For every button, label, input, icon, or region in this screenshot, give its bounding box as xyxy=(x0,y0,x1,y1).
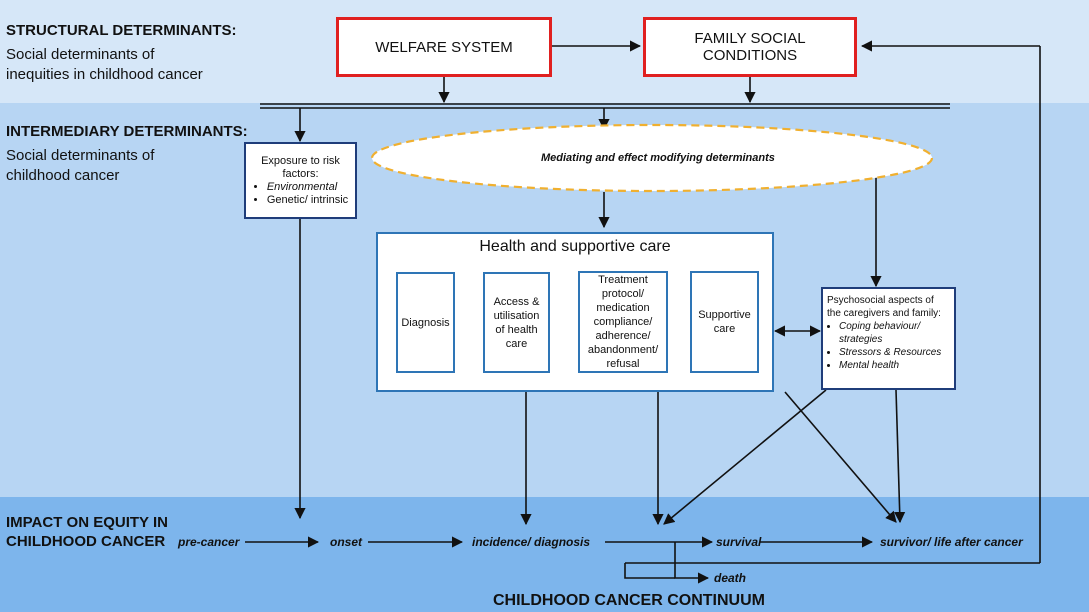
psychosocial-box: Psychosocial aspects of the caregivers a… xyxy=(821,287,956,390)
stage-survivor: survivor/ life after cancer xyxy=(880,535,1023,549)
access-box: Access & utilisation of health care xyxy=(483,272,550,373)
psychosocial-item: Coping behaviour/ strategies xyxy=(839,320,950,346)
mediating-ellipse xyxy=(370,123,934,193)
intermediary-subtitle-1: Social determinants of xyxy=(6,147,155,164)
stage-death: death xyxy=(714,571,747,585)
continuum-footer: CHILDHOOD CANCER CONTINUUM xyxy=(493,592,765,609)
intermediary-title: INTERMEDIARY DETERMINANTS: xyxy=(6,123,248,140)
stage-onset: onset xyxy=(330,535,363,549)
access-line: utilisation xyxy=(493,309,540,322)
impact-band xyxy=(0,497,1089,612)
arrow-to-death xyxy=(674,542,710,584)
stage-pre-cancer: pre-cancer xyxy=(178,535,240,549)
supportive-line: care xyxy=(713,323,736,335)
exposure-item: Environmental xyxy=(267,181,348,194)
structural-title: STRUCTURAL DETERMINANTS: xyxy=(6,22,237,39)
access-line: care xyxy=(505,337,528,350)
treatment-line: compliance/ xyxy=(593,316,653,328)
access-line: of health xyxy=(495,323,538,336)
exposure-title-1: Exposure to risk xyxy=(261,154,340,167)
mediating-label: Mediating and effect modifying determina… xyxy=(541,152,775,164)
death-branch-left xyxy=(624,563,675,579)
supportive-care-box: Supportive care xyxy=(690,271,759,373)
structural-subtitle-2: inequities in childhood cancer xyxy=(6,66,203,83)
treatment-line: medication xyxy=(596,302,650,314)
diagnosis-box: Diagnosis xyxy=(396,272,455,373)
treatment-line: abandonment/ xyxy=(587,344,659,356)
welfare-system-box: WELFARE SYSTEM xyxy=(336,17,552,77)
treatment-line: Treatment xyxy=(598,274,648,286)
impact-title-2: CHILDHOOD CANCER xyxy=(6,533,166,550)
exposure-box: Exposure to risk factors: Environmental … xyxy=(244,142,357,219)
psychosocial-title: Psychosocial aspects of the caregivers a… xyxy=(827,295,941,319)
arrow-health-survivor xyxy=(784,391,897,523)
arrow-psychosocial-survival xyxy=(663,389,827,525)
treatment-line: refusal xyxy=(606,358,640,370)
intermediary-subtitle-2: childhood cancer xyxy=(6,167,120,184)
stage-incidence: incidence/ diagnosis xyxy=(472,535,591,549)
exposure-item: Genetic/ intrinsic xyxy=(267,194,348,207)
psychosocial-item: Mental health xyxy=(839,359,950,372)
exposure-title-2: factors: xyxy=(282,167,319,180)
structural-subtitle-1: Social determinants of xyxy=(6,46,155,63)
access-line: Access & xyxy=(493,295,540,308)
treatment-line: protocol/ xyxy=(601,288,645,300)
supportive-line: Supportive xyxy=(698,309,751,321)
arrow-psychosocial-survivor xyxy=(894,389,906,524)
family-social-conditions-box: FAMILY SOCIAL CONDITIONS xyxy=(643,17,857,77)
treatment-box: Treatment protocol/ medication complianc… xyxy=(578,271,668,373)
psychosocial-item: Stressors & Resources xyxy=(839,346,950,359)
health-care-title: Health and supportive care xyxy=(479,238,671,255)
impact-title-1: IMPACT ON EQUITY IN xyxy=(6,514,168,531)
treatment-line: adherence/ xyxy=(595,330,651,342)
stage-survival: survival xyxy=(716,535,762,549)
